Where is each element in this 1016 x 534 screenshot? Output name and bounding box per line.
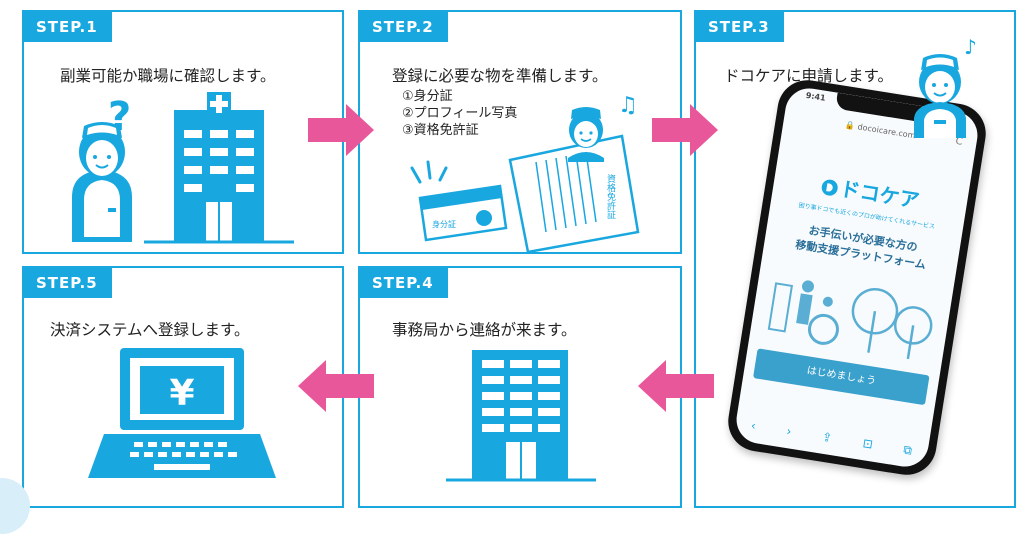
share-icon[interactable]: ⇪ — [821, 429, 834, 445]
arrow-right-icon — [308, 104, 374, 156]
music-note-icon: ♪ — [964, 35, 977, 59]
required-items-list: ①身分証 ②プロフィール写真 ③資格免許証 — [402, 88, 517, 139]
license-document-icon: 資格免許証 — [508, 134, 640, 252]
required-item: ②プロフィール写真 — [402, 106, 518, 121]
required-item: ①身分証 — [402, 89, 453, 104]
phone-mockup: 9:41 🔒 docoicare.com C ドコケア 困り事ドコでも近くのプロ… — [723, 75, 991, 480]
step-text: 決済システムへ登録します。 — [50, 321, 250, 339]
id-card-icon: 身分証 — [418, 184, 508, 242]
tabs-icon[interactable]: ⧉ — [902, 441, 914, 458]
laptop-icon: ¥ — [88, 348, 276, 478]
step-badge: STEP.3 — [696, 12, 784, 42]
arrow-left-icon — [298, 360, 374, 412]
yen-icon: ¥ — [169, 373, 194, 414]
step-badge: STEP.2 — [360, 12, 448, 42]
phone-time: 9:41 — [805, 90, 827, 103]
step-5-panel: STEP.5 決済システムへ登録します。 ¥ — [22, 266, 344, 508]
license-label: 資格免許証 — [605, 173, 616, 220]
office-building-illustration — [446, 350, 596, 482]
arrow-right-icon — [652, 104, 718, 156]
wheelchair-trees-illustration — [767, 280, 933, 360]
nurse-hospital-illustration: ? — [72, 92, 294, 244]
sparkle-icon — [410, 160, 448, 184]
step-text: 事務局から連絡が来ます。 — [392, 321, 577, 339]
step-text: 副業可能か職場に確認します。 — [60, 67, 276, 85]
logo-mark-icon — [820, 178, 839, 197]
nurse-icon — [568, 107, 604, 162]
hospital-icon — [144, 92, 294, 244]
forward-icon[interactable]: › — [785, 423, 793, 439]
step-text: 登録に必要な物を準備します。 — [392, 67, 608, 85]
step-text: ドコケアに申請します。 — [724, 67, 893, 85]
step-1-panel: STEP.1 副業可能か職場に確認します。 ? — [22, 10, 344, 254]
nurse-icon — [72, 122, 132, 242]
required-item: ③資格免許証 — [402, 123, 479, 138]
bookmarks-icon[interactable]: ⊡ — [861, 436, 874, 452]
step-4-panel: STEP.4 事務局から連絡が来ます。 — [358, 266, 682, 508]
step-2-panel: STEP.2 登録に必要な物を準備します。 ①身分証 ②プロフィール写真 ③資格… — [358, 10, 682, 254]
back-icon[interactable]: ‹ — [750, 418, 757, 433]
step-badge: STEP.5 — [24, 268, 112, 298]
arrow-left-icon — [638, 360, 714, 412]
step-badge: STEP.4 — [360, 268, 448, 298]
id-card-label: 身分証 — [432, 219, 456, 229]
phone-screen: 9:41 🔒 docoicare.com C ドコケア 困り事ドコでも近くのプロ… — [733, 85, 981, 470]
office-building-icon — [446, 350, 596, 482]
nurse-peeking-illustration: ♪ — [914, 35, 977, 138]
step-badge: STEP.1 — [24, 12, 112, 42]
documents-illustration: 資格免許証 ♫ 身分証 — [410, 93, 640, 252]
music-note-icon: ♫ — [618, 93, 638, 118]
nurse-icon — [914, 54, 966, 138]
laptop-illustration: ¥ — [88, 348, 276, 478]
